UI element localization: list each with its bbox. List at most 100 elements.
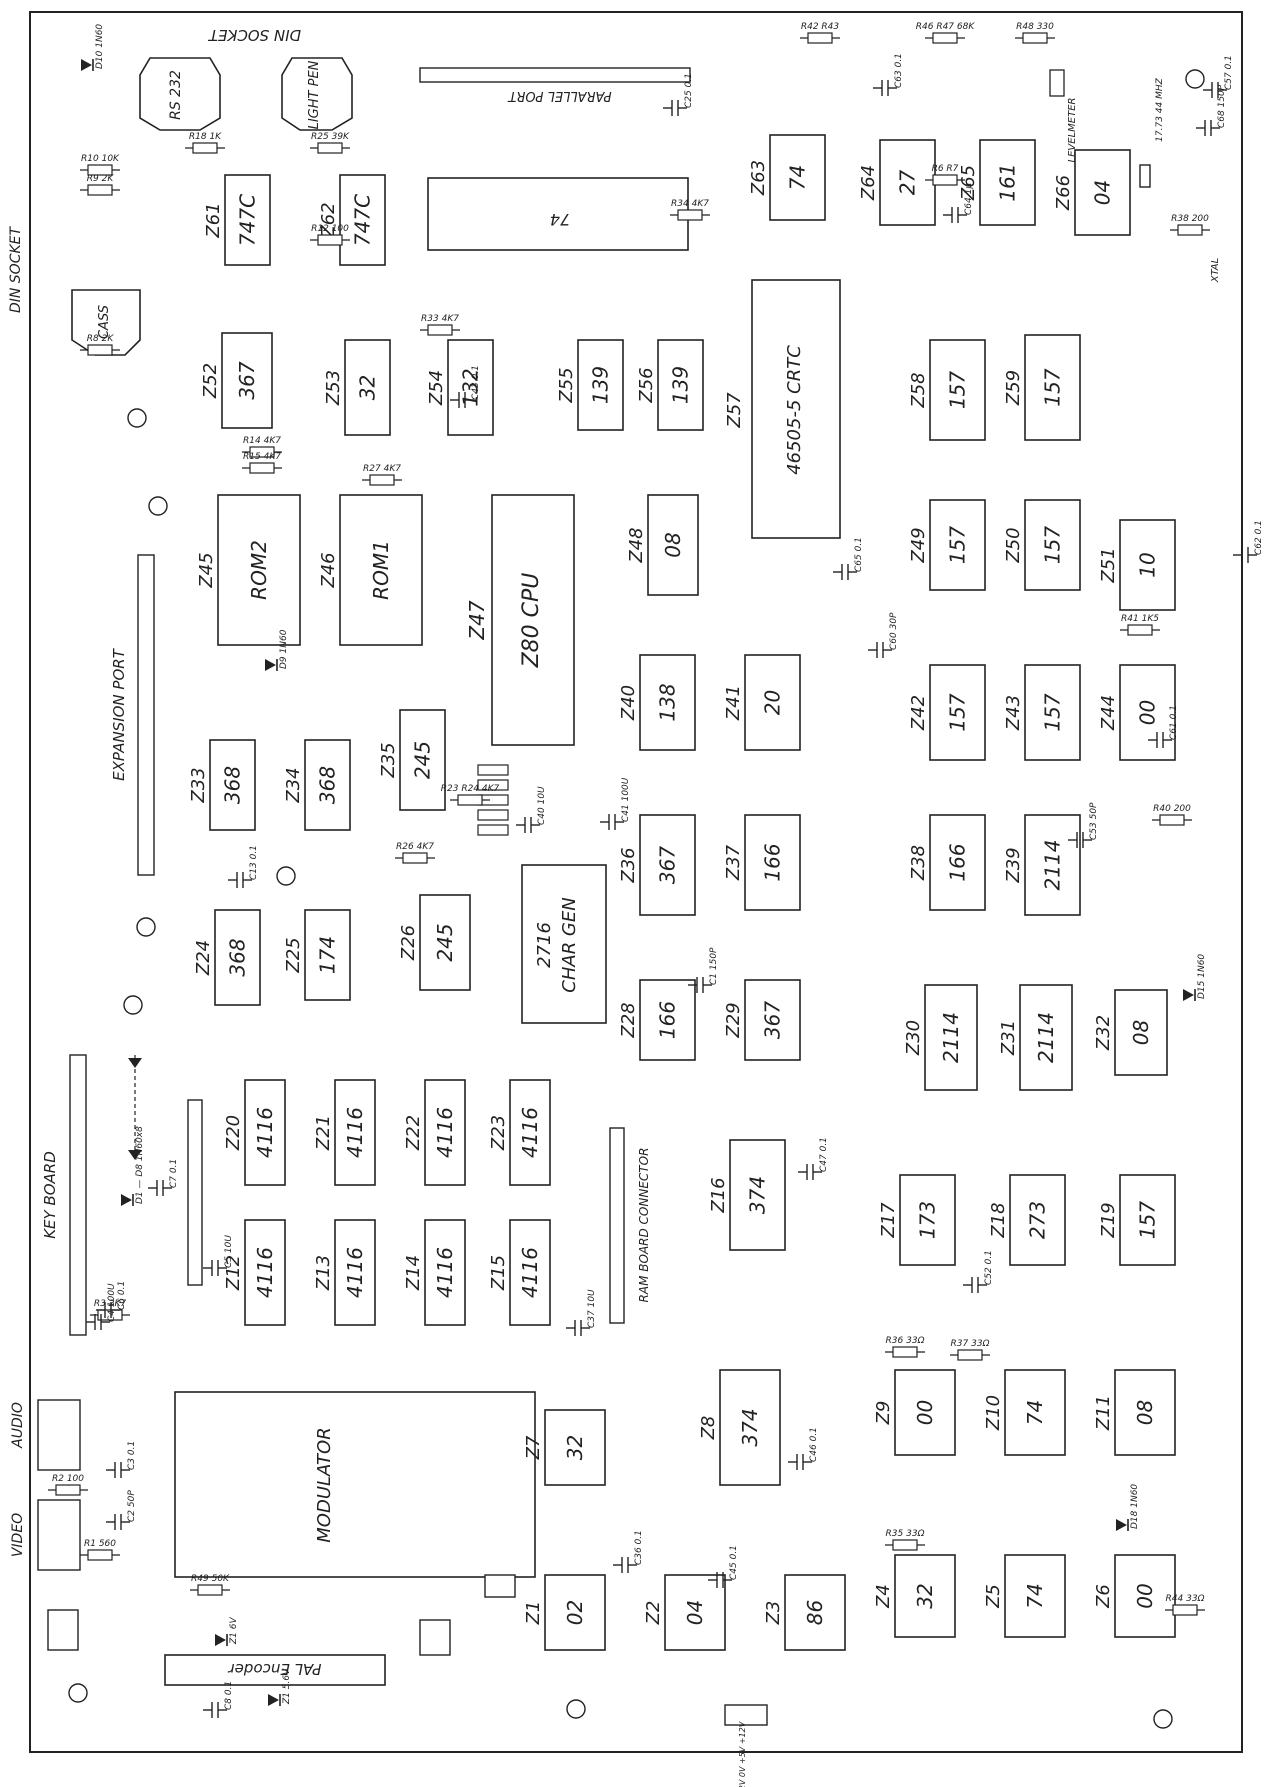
chip-body <box>1114 1369 1176 1456</box>
resistor-label: R40 200 <box>1153 804 1191 814</box>
resistor: R46 R47 68K <box>916 22 975 44</box>
diode-label: D18 1N60 <box>1130 1484 1140 1529</box>
chip-ref: Z29 <box>723 1002 744 1038</box>
chip-value: 4116 <box>518 1107 542 1158</box>
chip-value: 4116 <box>433 1107 457 1158</box>
chip-value: 245 <box>411 741 435 779</box>
capacitor: C57 0.1 <box>1203 55 1234 98</box>
chip-body <box>1119 1174 1176 1266</box>
chip-ref: Z61 <box>203 202 224 238</box>
diode: D9 1N60 <box>265 629 289 671</box>
chip-body <box>744 979 801 1061</box>
capacitor-label: C60 30P <box>889 612 899 650</box>
ram-board-connector <box>609 1127 625 1324</box>
chip-ref: Z18 <box>988 1202 1009 1238</box>
chip-ref: Z45 <box>196 552 217 588</box>
xtal-label: XTAL <box>1210 258 1221 283</box>
capacitor-label: C68 150P <box>1217 84 1227 128</box>
chip-body <box>639 814 696 916</box>
rs232-label: RS 232 <box>168 70 184 120</box>
chargen-chip: CHAR GEN 2716 <box>521 864 607 1024</box>
power-pins-label: -12V 0V +5V +12V <box>738 1721 747 1787</box>
crtc-label: 46505-5 CRTC <box>784 345 805 475</box>
chip-ref: Z28 <box>618 1002 639 1038</box>
resistor-label: R9 2K <box>87 174 115 184</box>
chip-ref: Z23 <box>488 1115 509 1151</box>
chip-value: 367 <box>761 1001 785 1039</box>
video-label: VIDEO <box>10 1513 26 1557</box>
chip-value: 174 <box>316 936 340 974</box>
chip-value: 368 <box>226 938 250 976</box>
resistor-label: R3 2K7 <box>94 1299 126 1309</box>
diode-label: Z1 6V <box>229 1617 239 1645</box>
chip-value: 139 <box>669 366 693 404</box>
capacitor-label: C5 10U <box>224 1235 234 1268</box>
chip-ref: Z2 <box>643 1601 664 1626</box>
chip-ref: Z6 <box>1093 1584 1114 1609</box>
diode-label: D10 1N60 <box>95 24 105 69</box>
chip-value: 32 <box>913 1583 937 1608</box>
chip-value: 86 <box>803 1600 827 1625</box>
capacitor-label: C45 0.1 <box>729 1545 739 1580</box>
chip-body <box>544 1574 606 1651</box>
capacitor: C4 100U <box>86 1283 117 1330</box>
chip-ref: Z1 <box>523 1601 544 1626</box>
capacitor: C41 100U <box>600 777 631 830</box>
chip-body <box>1114 1554 1176 1638</box>
chip-body <box>339 174 386 266</box>
resistor: R14 4K7 <box>242 436 282 458</box>
chip-value: 32 <box>356 375 380 400</box>
chip-body <box>744 814 801 911</box>
capacitor: C43 0.1 <box>450 365 481 408</box>
mounting-hole <box>68 1683 88 1703</box>
chip-body <box>894 1369 956 1456</box>
diode-label: D9 1N60 <box>279 629 289 669</box>
levelmeter-label: LEVELMETER <box>1067 98 1078 163</box>
chip-ref: Z4 <box>873 1584 894 1609</box>
capacitor-label: C63 0.1 <box>894 53 904 88</box>
chip-body <box>244 1079 286 1186</box>
chip-ref: Z24 <box>193 940 214 976</box>
chip-body <box>729 1139 786 1251</box>
chip-z45: ROM2 Z45 <box>196 494 301 646</box>
chip-body <box>899 1174 956 1266</box>
capacitor: C45 0.1 <box>708 1545 739 1588</box>
chip-ref: Z37 <box>723 844 744 881</box>
chip-value: ROM1 <box>369 540 393 600</box>
capacitor-label: C64 1µ <box>964 183 974 215</box>
capacitor-label: C13 0.1 <box>249 845 259 880</box>
chip-value: 374 <box>746 1176 770 1214</box>
chip-value: 139 <box>589 366 613 404</box>
diode-label: D1 — D8 1N60x8 <box>135 1126 145 1204</box>
diode: D10 1N60 <box>81 24 105 71</box>
chip-ref: Z51 <box>1098 547 1119 583</box>
video-audio-connectors <box>37 1399 516 1656</box>
ay3-sound-chip: 74 <box>427 177 689 251</box>
chip-value: 4116 <box>343 1107 367 1158</box>
chip-body <box>1024 814 1081 916</box>
chip-ref: Z62 <box>318 202 339 238</box>
chip-body <box>784 1574 846 1651</box>
chip-ref: Z65 <box>958 165 979 201</box>
chip-value: 00 <box>1136 700 1160 725</box>
chip-ref: Z9 <box>873 1401 894 1426</box>
chip-ref: Z20 <box>223 1115 244 1151</box>
chip-ref: Z13 <box>313 1255 334 1291</box>
chip-value: ROM2 <box>247 540 271 600</box>
diode-string-d1-d8 <box>128 1055 142 1160</box>
resistor: R25 39K <box>310 132 350 154</box>
